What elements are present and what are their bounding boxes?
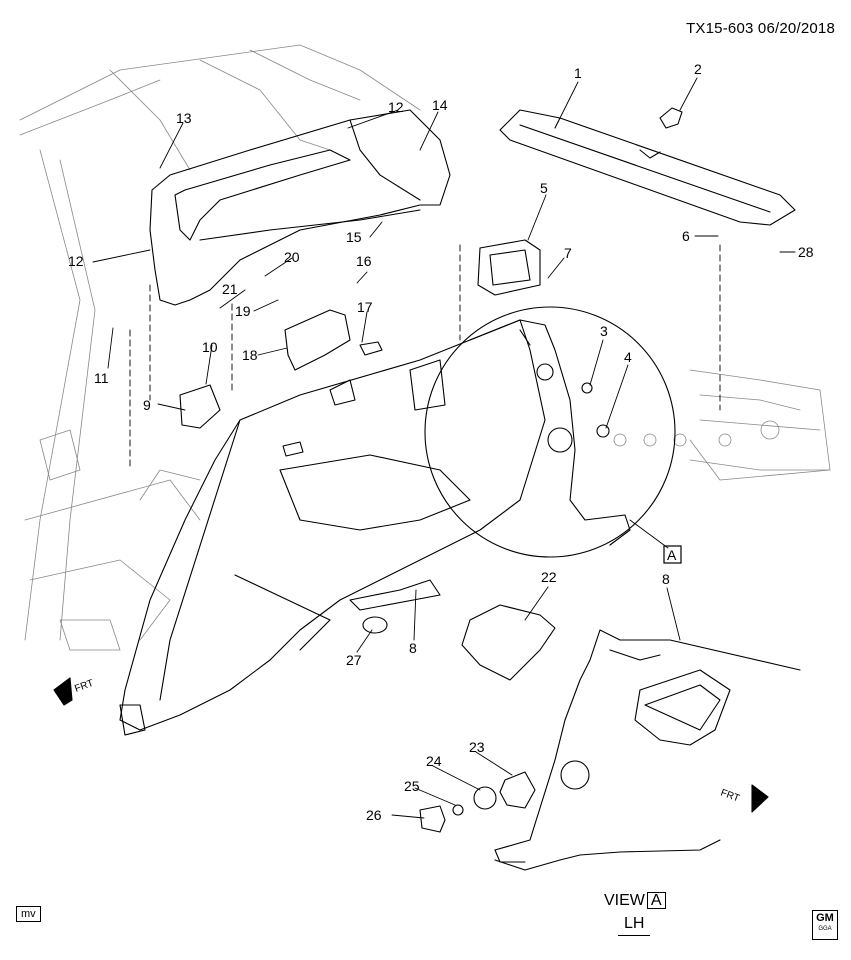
- callout-15: 15: [346, 229, 362, 245]
- diagram-date: 06/20/2018: [757, 20, 835, 37]
- callout-8a: 8: [409, 640, 417, 656]
- view-a-detail-circle: [424, 306, 676, 558]
- callout-26: 26: [366, 807, 382, 823]
- cap-part-26: [419, 805, 446, 833]
- diagram-code: TX15-603: [686, 20, 754, 37]
- bezel-part-23: [499, 771, 536, 809]
- leader-lines: [92, 77, 796, 819]
- view-a-trim-enlarged: [494, 629, 801, 871]
- callout-9: 9: [143, 397, 151, 413]
- callout-13: 13: [176, 110, 192, 126]
- plug-part-27: [362, 616, 388, 634]
- callout-27: 27: [346, 652, 362, 668]
- callout-12a: 12: [68, 253, 84, 269]
- callout-18: 18: [242, 347, 258, 363]
- gm-logo-sub: GGA: [818, 926, 832, 932]
- gm-logo-text: GM: [816, 912, 834, 924]
- callout-12b: 12: [388, 99, 404, 115]
- upper-quarter-trim-part-14: [149, 109, 451, 306]
- callout-21: 21: [222, 281, 238, 297]
- front-arrow-left-icon: [53, 677, 73, 706]
- callout-6: 6: [682, 228, 690, 244]
- diagram-id: TX15-603 06/20/2018: [686, 20, 835, 37]
- callout-19: 19: [235, 303, 251, 319]
- front-arrow-right-icon: [751, 784, 769, 813]
- callout-1: 1: [574, 65, 582, 81]
- view-ref-letter: A: [667, 547, 677, 563]
- callout-5: 5: [540, 180, 548, 196]
- screw-part-25: [452, 804, 464, 816]
- callout-8b: 8: [662, 571, 670, 587]
- callout-16: 16: [356, 253, 372, 269]
- side-label: LH: [624, 915, 645, 932]
- cover-part-22: [461, 604, 556, 681]
- callout-28: 28: [798, 244, 814, 260]
- callout-11: 11: [94, 370, 109, 386]
- callout-23: 23: [469, 739, 485, 755]
- rear-sill-plate-part-1: [499, 109, 796, 226]
- projection-lines: [129, 244, 721, 471]
- side-underline: [618, 935, 650, 936]
- gm-logo: GM GGA: [812, 910, 838, 940]
- bracket-part-18: [284, 309, 351, 371]
- fastener-part-17: [359, 341, 383, 356]
- callout-4: 4: [624, 349, 632, 365]
- callout-14: 14: [432, 97, 448, 113]
- callout-7: 7: [564, 245, 572, 261]
- callout-17: 17: [357, 299, 373, 315]
- callout-24: 24: [426, 753, 442, 769]
- callout-2: 2: [694, 61, 702, 77]
- ring-part-24: [473, 786, 497, 810]
- callout-3: 3: [600, 323, 608, 339]
- callout-22: 22: [541, 569, 557, 585]
- callout-20: 20: [284, 249, 300, 265]
- callout-labels: 1 2 3 4 5 6 7 8 8 9 10 11 12 12 13 14 15…: [68, 61, 814, 823]
- bracket-part-9: [179, 384, 221, 429]
- frame-part-5: [477, 239, 541, 296]
- vehicle-body-background: [19, 44, 831, 651]
- front-label-right: FRT: [719, 787, 741, 804]
- mv-tag: mv: [16, 906, 41, 922]
- view-a-detail-content: [469, 319, 631, 546]
- view-letter: A: [646, 892, 666, 909]
- front-label-left: FRT: [73, 678, 95, 695]
- lower-quarter-trim-part-8: [119, 319, 546, 736]
- callout-25: 25: [404, 778, 420, 794]
- clip-part-2: [659, 107, 683, 129]
- view-ref-box: [663, 545, 682, 564]
- view-label: VIEW: [604, 892, 645, 909]
- callout-10: 10: [202, 339, 218, 355]
